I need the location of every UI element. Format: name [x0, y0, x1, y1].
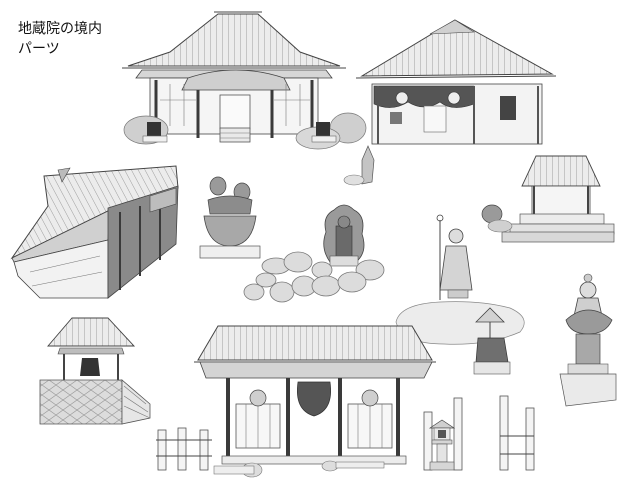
temple-gate [194, 325, 436, 478]
stone-lantern [428, 419, 456, 471]
incense-burner [199, 176, 261, 259]
long-roof-hall [10, 165, 179, 299]
title-line-2: パーツ [18, 41, 60, 57]
lotus-kannon [559, 273, 617, 407]
stone-marker [343, 145, 375, 186]
parasol-basin [473, 307, 511, 375]
main-hall [122, 11, 367, 150]
wooden-fence-left [156, 427, 212, 471]
fudo-myoo-rocks [243, 204, 385, 303]
wooden-fence-right [423, 395, 535, 471]
small-shrine [481, 155, 615, 243]
bell-tower [39, 317, 151, 425]
kuri-residence [355, 19, 557, 145]
title-line-1: 地蔵院の境内 [18, 21, 102, 37]
